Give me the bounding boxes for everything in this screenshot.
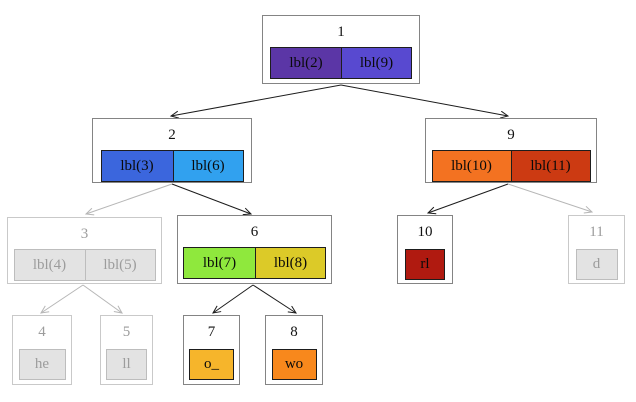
node-cell: ll xyxy=(107,350,146,379)
node-8: 8 wo xyxy=(265,315,323,385)
node-title: 5 xyxy=(122,324,131,340)
node-cell: wo xyxy=(272,350,316,379)
node-cells: o_ xyxy=(189,349,234,380)
node-cell: lbl(6) xyxy=(172,151,243,181)
node-cell: rl xyxy=(406,250,444,279)
node-cell: d xyxy=(576,250,617,279)
node-cells: rl xyxy=(405,249,445,280)
node-cell: lbl(9) xyxy=(341,48,411,78)
edge-9-10 xyxy=(426,183,509,215)
node-title: 2 xyxy=(168,127,176,143)
node-cell: lbl(4) xyxy=(14,250,85,280)
node-5: 5 ll xyxy=(100,315,153,385)
edge-1-9 xyxy=(340,84,510,119)
node-title: 7 xyxy=(207,324,216,340)
node-cells: wo xyxy=(271,349,317,380)
node-cells: lbl(4) lbl(5) xyxy=(13,249,156,281)
edge-2-3 xyxy=(84,183,173,216)
node-10: 10 rl xyxy=(397,215,453,284)
edge-3-4 xyxy=(40,284,84,314)
node-cell: lbl(5) xyxy=(84,250,155,280)
node-title: 4 xyxy=(38,324,46,340)
node-2: 2 lbl(3) lbl(6) xyxy=(92,118,252,183)
node-title: 8 xyxy=(290,324,298,340)
node-title: 11 xyxy=(589,224,604,240)
node-cell: lbl(7) xyxy=(184,248,255,278)
node-title: 6 xyxy=(250,224,259,240)
edge-1-2 xyxy=(169,84,342,119)
node-1: 1 lbl(2) lbl(9) xyxy=(262,15,420,84)
node-cells: d xyxy=(575,249,618,280)
node-title: 10 xyxy=(417,224,433,240)
node-cell: lbl(3) xyxy=(101,151,173,181)
node-cell: lbl(11) xyxy=(510,151,590,181)
node-title: 1 xyxy=(337,24,345,40)
node-7: 7 o_ xyxy=(183,315,240,385)
node-9: 9 lbl(10) lbl(11) xyxy=(425,118,597,183)
node-cells: lbl(10) lbl(11) xyxy=(431,150,591,182)
node-cell: lbl(8) xyxy=(255,248,325,278)
node-cell: he xyxy=(19,350,65,379)
node-cell: o_ xyxy=(190,350,233,379)
node-cell: lbl(10) xyxy=(432,151,511,181)
node-cells: lbl(2) lbl(9) xyxy=(270,47,412,79)
node-3: 3 lbl(4) lbl(5) xyxy=(7,217,162,284)
node-6: 6 lbl(7) lbl(8) xyxy=(177,215,332,284)
node-title: 9 xyxy=(507,127,515,143)
edge-3-5 xyxy=(82,284,123,314)
node-cells: lbl(3) lbl(6) xyxy=(100,150,244,182)
node-cells: he xyxy=(18,349,66,380)
edge-2-6 xyxy=(171,183,253,216)
edge-6-7 xyxy=(212,284,254,314)
node-cells: ll xyxy=(106,349,147,380)
node-title: 3 xyxy=(80,226,89,242)
node-cell: lbl(2) xyxy=(271,48,341,78)
node-cells: lbl(7) lbl(8) xyxy=(183,247,326,279)
edge-6-8 xyxy=(252,284,297,314)
edge-9-11 xyxy=(507,183,594,214)
node-11: 11 d xyxy=(568,215,625,284)
node-4: 4 he xyxy=(12,315,72,385)
